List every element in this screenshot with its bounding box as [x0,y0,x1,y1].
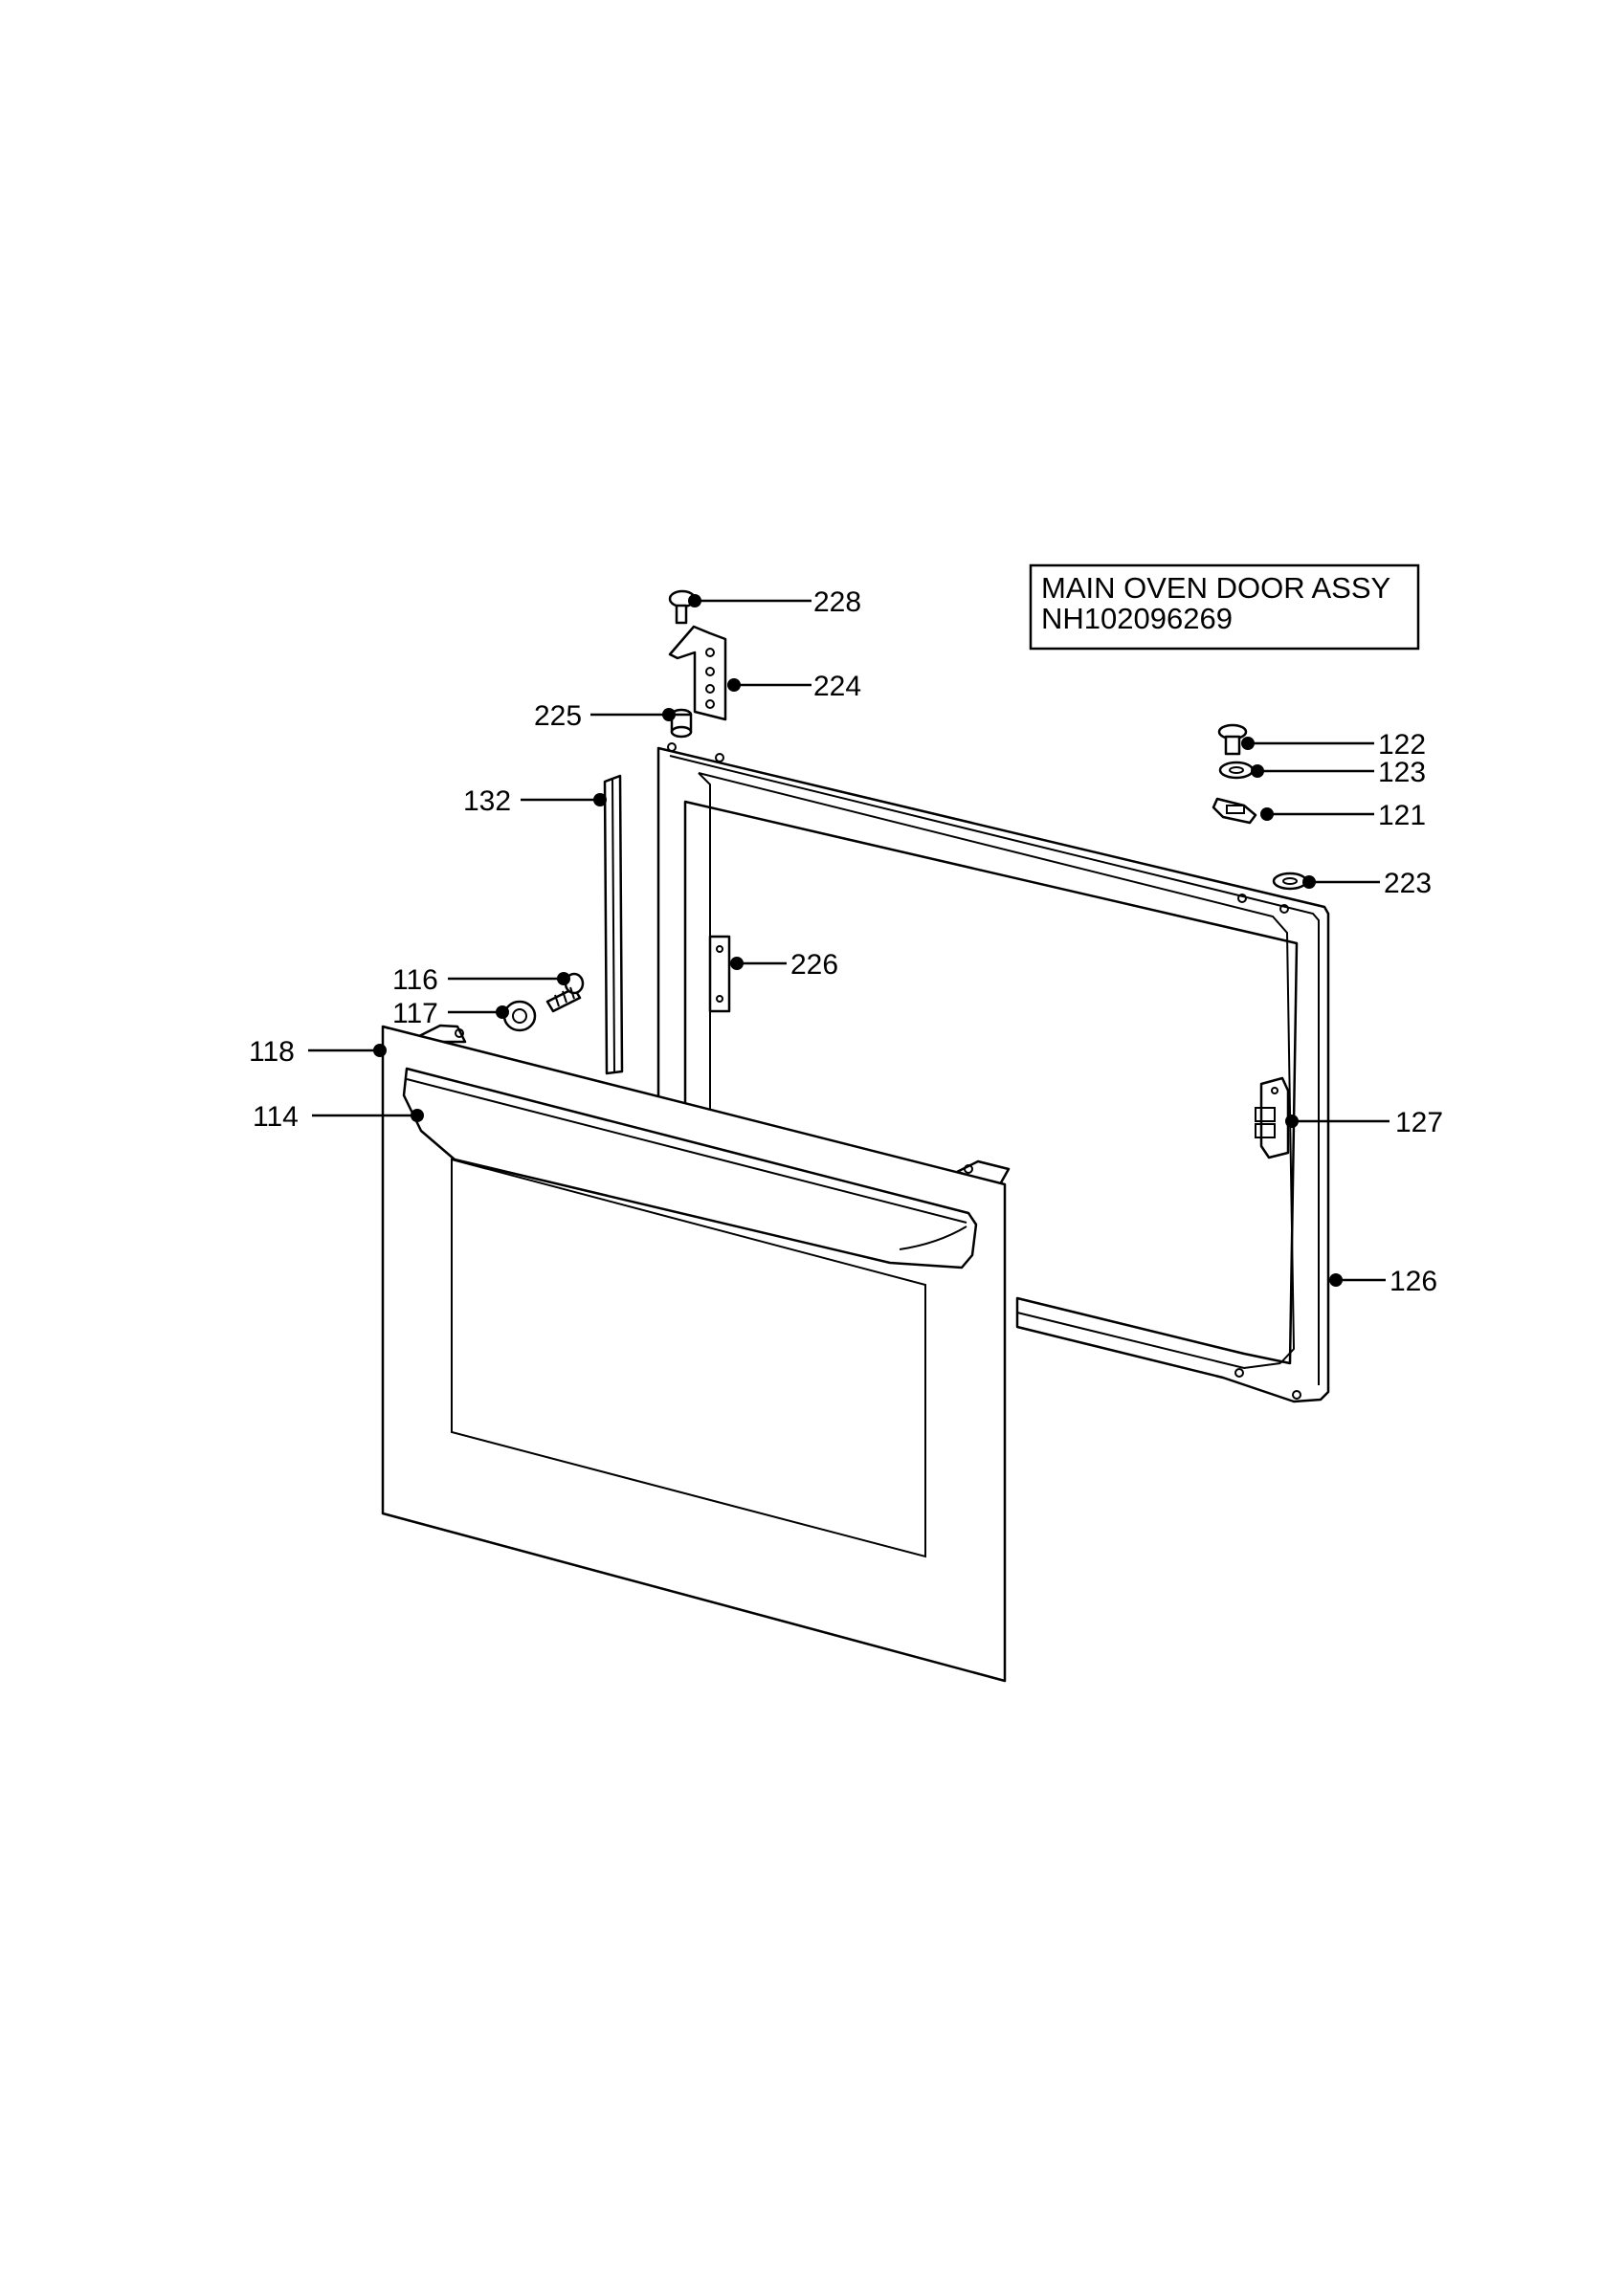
callout-label-117: 117 [392,998,438,1029]
callout-label-224: 224 [813,671,861,702]
callout-label-225: 225 [534,700,582,732]
callout-225: 225 [534,700,676,732]
callout-224: 224 [727,671,861,702]
callout-label-114: 114 [253,1101,299,1133]
door-bracket [708,935,731,1013]
title-box: MAIN OVEN DOOR ASSY NH102096269 [1029,563,1420,651]
callout-label-132: 132 [463,785,511,817]
callout-121: 121 [1260,800,1426,831]
callout-126: 126 [1329,1266,1437,1297]
callout-label-123: 123 [1378,757,1426,788]
callout-123: 123 [1251,757,1426,788]
callout-118: 118 [249,1036,387,1068]
callout-label-226: 226 [790,949,838,981]
callout-label-118: 118 [249,1036,295,1068]
side-trim [603,774,624,1075]
callout-label-126: 126 [1390,1266,1437,1297]
handle-screw [545,972,585,1013]
callout-label-223: 223 [1384,868,1432,899]
callout-label-116: 116 [392,964,438,996]
clip-121 [1212,797,1257,825]
callout-label-121: 121 [1378,800,1426,831]
callout-label-127: 127 [1395,1107,1443,1138]
screw-122 [1217,723,1248,756]
callout-116: 116 [392,964,570,996]
hinge-bracket [668,625,727,721]
washer-123 [1218,761,1255,780]
callout-132: 132 [463,785,607,817]
title-line-1: MAIN OVEN DOOR ASSY [1041,571,1390,605]
door-latch [1255,1076,1290,1159]
callout-226: 226 [730,949,838,981]
title-line-2: NH102096269 [1041,602,1233,635]
callout-228: 228 [688,586,861,618]
callout-label-122: 122 [1378,729,1426,761]
handle-spacer [502,1000,537,1032]
callout-114: 114 [253,1101,424,1133]
callout-label-228: 228 [813,586,861,618]
callout-223: 223 [1302,868,1432,899]
callout-127: 127 [1285,1107,1443,1138]
grommet-223 [1272,872,1308,891]
callout-122: 122 [1241,729,1426,761]
callout-117: 117 [392,998,509,1029]
